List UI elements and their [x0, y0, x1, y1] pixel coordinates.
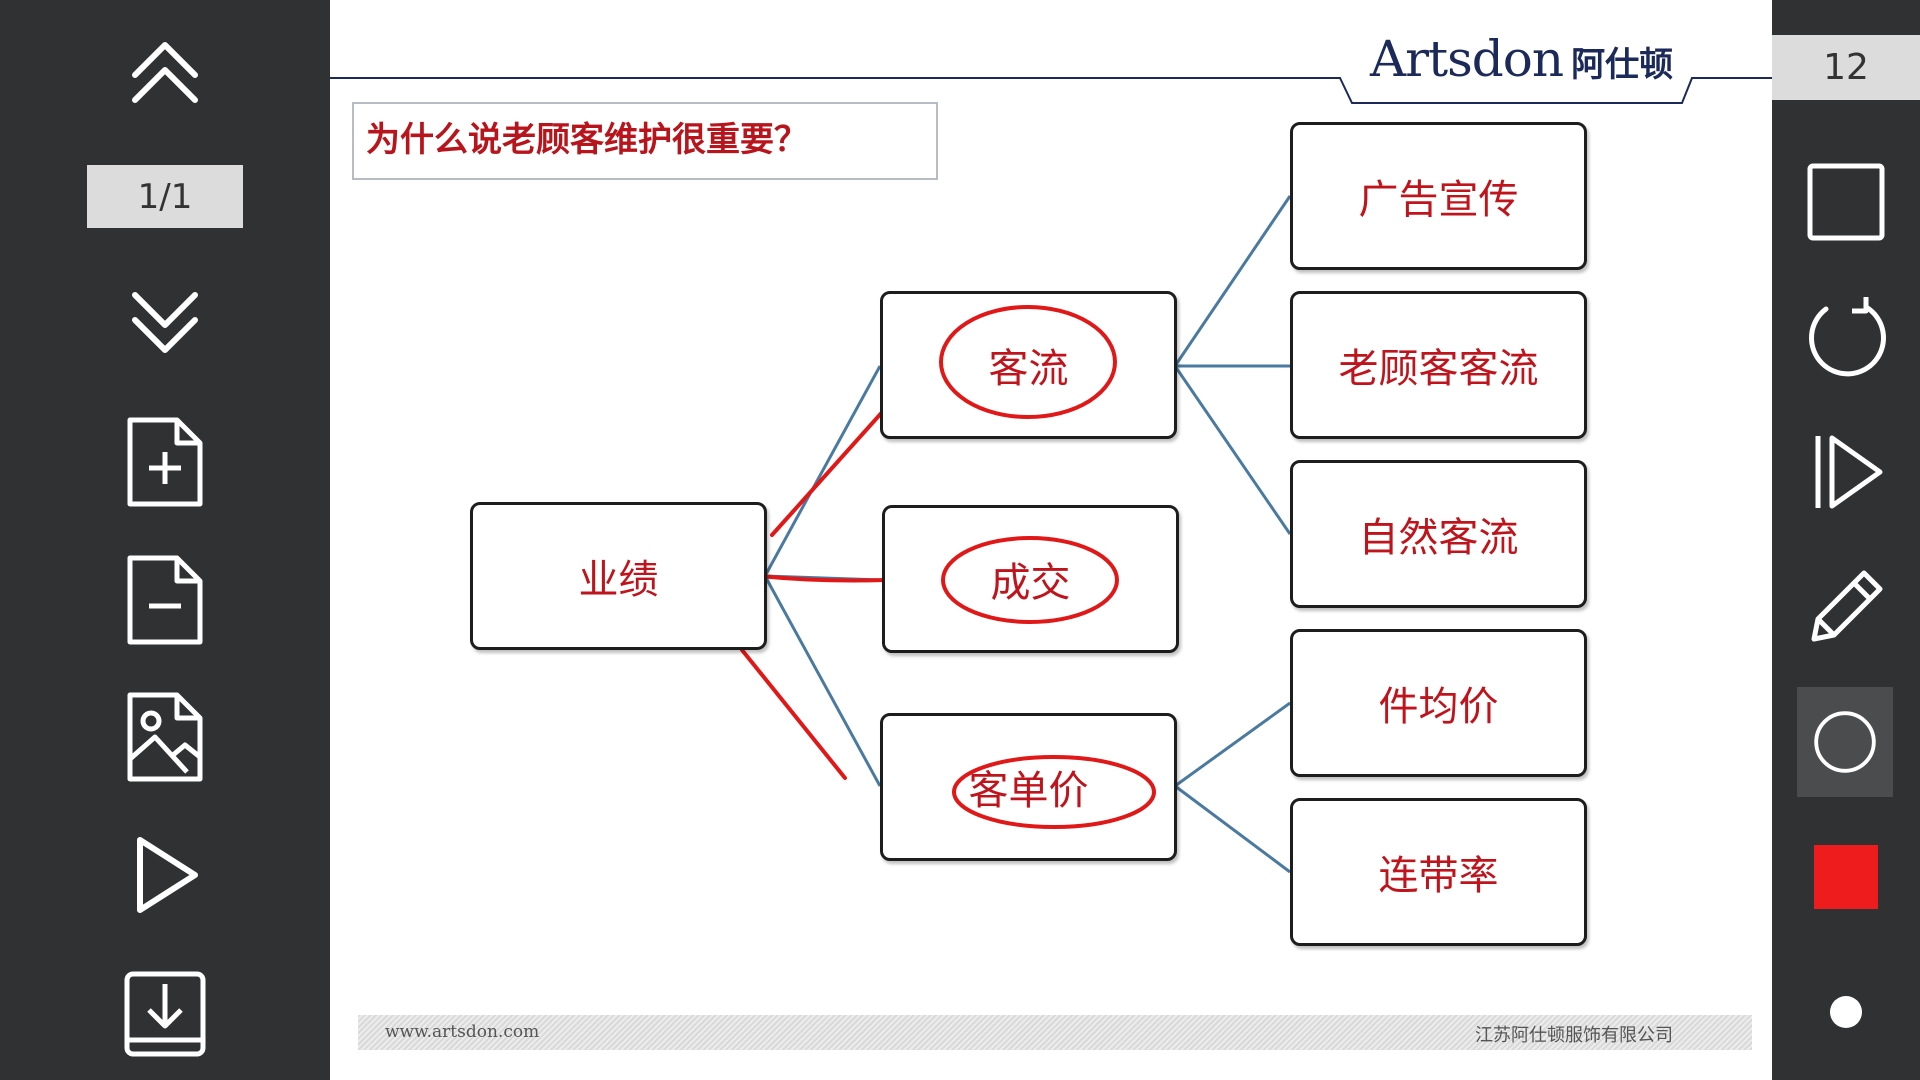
page-down-icon[interactable] — [115, 275, 215, 375]
image-icon[interactable] — [115, 687, 215, 787]
pen-icon[interactable] — [1796, 557, 1896, 657]
node-unit-price: 客单价 — [880, 713, 1177, 861]
next-slide-icon[interactable] — [1796, 422, 1896, 522]
play-icon[interactable] — [115, 825, 215, 925]
node-advertising: 广告宣传 — [1290, 122, 1587, 270]
connector-root-price — [763, 575, 882, 787]
slide: Artsdon 阿仕顿 为什么说老顾客维护很重要？ 业绩 客流 成交 客单价 — [330, 0, 1772, 1080]
download-icon[interactable] — [115, 962, 215, 1062]
node-root: 业绩 — [470, 502, 767, 650]
remove-page-icon[interactable] — [115, 550, 215, 650]
connector-root-traffic — [763, 365, 882, 577]
connector-traffic-natural — [1173, 365, 1292, 535]
node-old-customer-traffic: 老顾客客流 — [1290, 291, 1587, 439]
node-attach-rate: 连带率 — [1290, 798, 1587, 946]
add-page-icon[interactable] — [115, 412, 215, 512]
connector-root-deal — [764, 574, 883, 582]
annotation-stroke — [740, 648, 847, 780]
header-rule — [330, 77, 1772, 104]
circle-icon[interactable] — [1797, 687, 1893, 797]
logo-main: Artsdon — [1370, 30, 1564, 88]
page-indicator: 1/1 — [87, 165, 243, 228]
logo: Artsdon 阿仕顿 — [1370, 30, 1673, 110]
footer-company: 江苏阿仕顿服饰有限公司 — [1475, 1025, 1673, 1046]
logo-cn: 阿仕顿 — [1571, 45, 1674, 85]
footer-website: www.artsdon.com — [385, 1022, 540, 1042]
connector-traffic-ad — [1173, 195, 1292, 367]
footer-band — [358, 1015, 1752, 1050]
node-deal: 成交 — [882, 505, 1179, 653]
connector-price-avg — [1174, 701, 1291, 788]
annotation-stroke — [758, 574, 888, 583]
connector-price-attach — [1174, 784, 1291, 874]
node-traffic: 客流 — [880, 291, 1177, 439]
page-number: 12 — [1772, 35, 1920, 100]
brush-size-dot-icon[interactable] — [1796, 962, 1896, 1062]
right-toolbar: 12 — [1772, 0, 1920, 1080]
left-toolbar: 1/1 — [0, 0, 330, 1080]
node-avg-item-price: 件均价 — [1290, 629, 1587, 777]
color-swatch-icon[interactable] — [1796, 827, 1896, 927]
undo-icon[interactable] — [1796, 287, 1896, 387]
rectangle-icon[interactable] — [1796, 152, 1896, 252]
slide-title: 为什么说老顾客维护很重要？ — [366, 120, 808, 160]
page-up-icon[interactable] — [115, 20, 215, 120]
slide-title-box: 为什么说老顾客维护很重要？ — [352, 102, 938, 180]
node-natural-traffic: 自然客流 — [1290, 460, 1587, 608]
